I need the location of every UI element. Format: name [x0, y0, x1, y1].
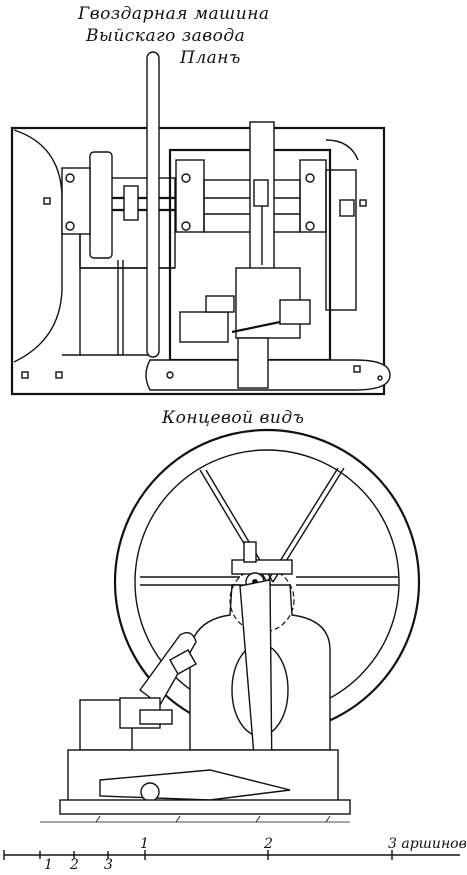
scale-mark-bottom-3: 3	[104, 857, 113, 873]
scale-unit-label: 3 аршинов	[388, 836, 467, 852]
scale-bar	[3, 850, 460, 860]
scale-mark-top-2: 2	[264, 836, 273, 852]
plan-base-plate	[10, 126, 386, 396]
scale-mark-bottom-2: 2	[70, 857, 79, 873]
plan-view	[10, 51, 391, 396]
title-line-1: Гвоздарная машина	[78, 4, 270, 24]
scale-mark-bottom-1: 1	[44, 857, 53, 873]
end-view	[40, 428, 421, 823]
plan-flywheel	[89, 151, 113, 259]
title-line-2: Выйскаго завода	[86, 26, 246, 46]
scale-mark-top-1: 1	[140, 836, 149, 852]
plan-label: Планъ	[180, 48, 241, 68]
plan-left-guard	[13, 129, 63, 363]
end-view-label: Концевой видъ	[162, 408, 305, 428]
plan-lever	[146, 51, 160, 358]
